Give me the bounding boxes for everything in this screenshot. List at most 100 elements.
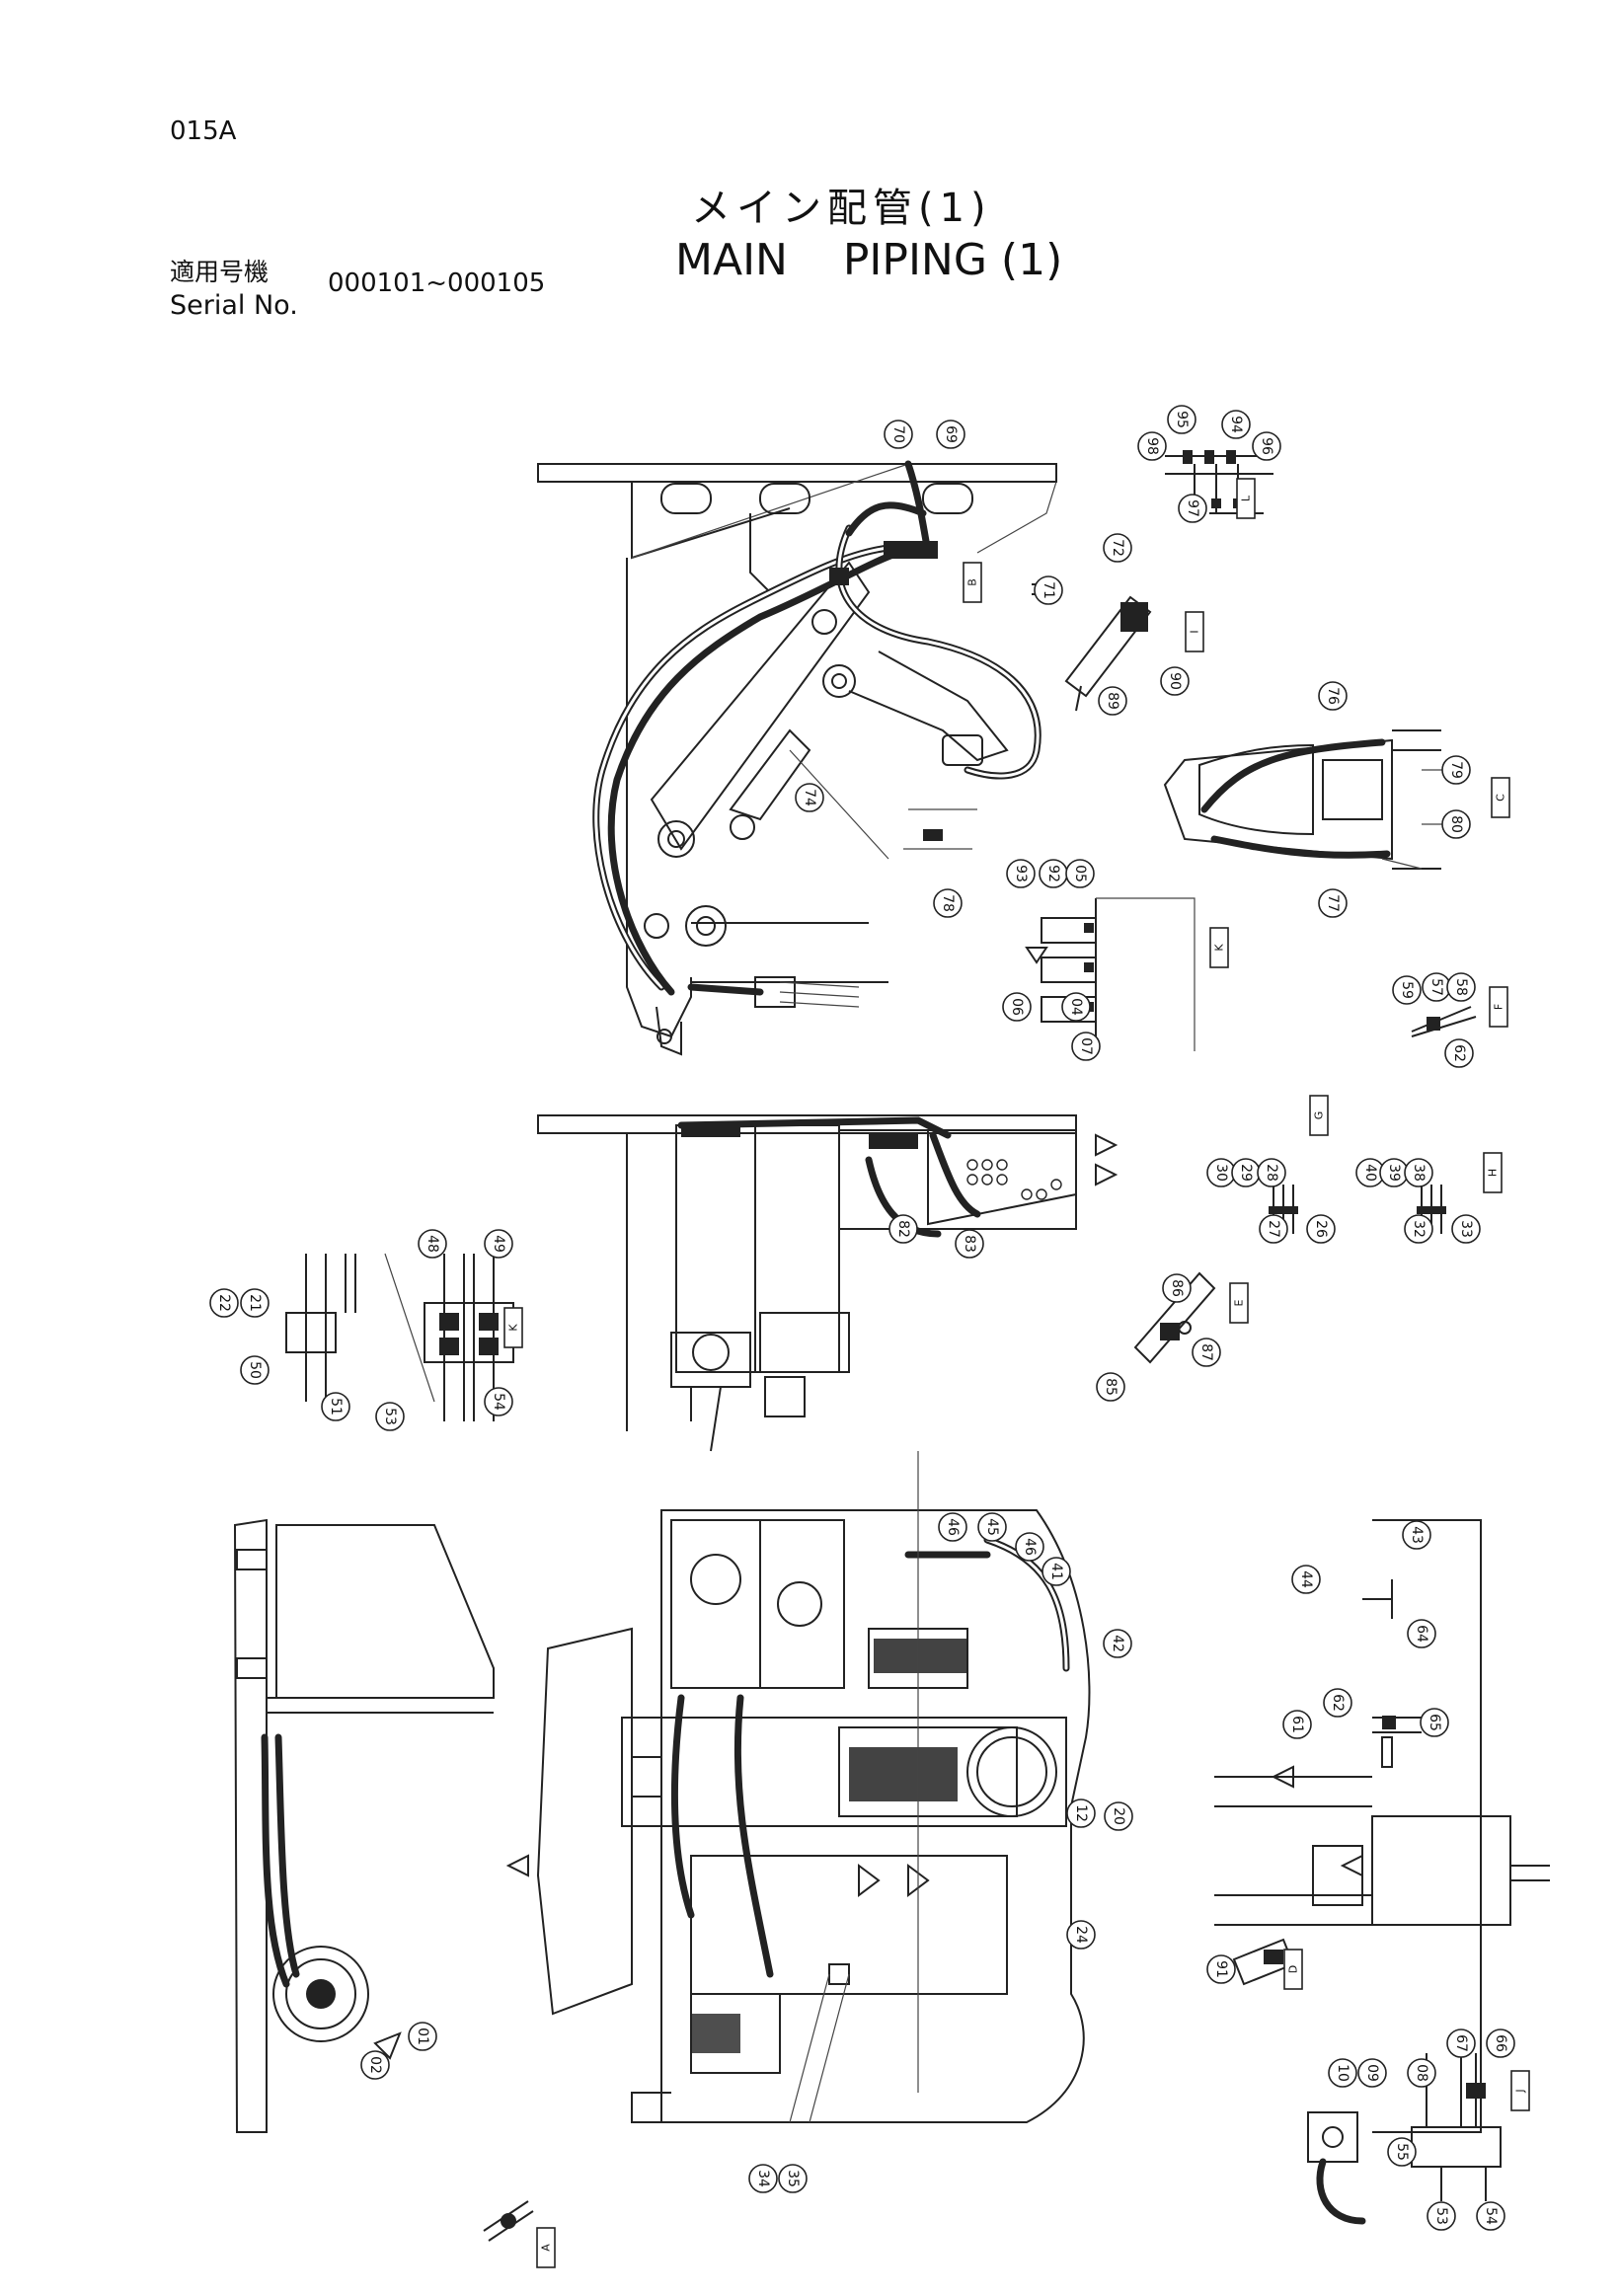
part-callout: 53	[375, 1402, 405, 1431]
callout-number: 89	[1105, 692, 1120, 710]
part-callout: 98	[1137, 431, 1167, 461]
callout-number: 05	[1072, 865, 1088, 882]
callout-number: 83	[962, 1235, 977, 1253]
callout-number: 93	[1013, 865, 1029, 882]
part-callout: 46	[938, 1512, 967, 1542]
part-callout: 87	[1192, 1338, 1221, 1367]
view-tag-box	[1283, 1949, 1303, 1990]
callout-number: 02	[367, 2056, 383, 2074]
callout-circle	[1446, 2028, 1476, 2058]
part-callout: 28	[1257, 1158, 1286, 1187]
callout-number: 77	[1325, 894, 1341, 912]
part-callout: 45	[977, 1512, 1007, 1542]
callout-number: 61	[1289, 1716, 1305, 1733]
page-title-japanese: メイン配管(1)	[691, 186, 992, 231]
serial-range: 000101~000105	[328, 268, 546, 298]
callout-number: 94	[1228, 416, 1244, 433]
callout-circle	[1387, 2137, 1417, 2167]
view-tag-letter: B	[966, 578, 979, 586]
part-callout: 21	[240, 1288, 270, 1318]
part-callout: 05	[1065, 859, 1095, 888]
callout-circle	[1328, 2058, 1357, 2088]
serial-label-japanese: 適用号機	[170, 258, 270, 286]
part-callout: 77	[1318, 888, 1348, 918]
callout-circle	[1071, 1032, 1101, 1061]
callout-number: 91	[1213, 1960, 1229, 1978]
view-tag-box	[1229, 1282, 1249, 1324]
view-c-detail	[1163, 729, 1456, 870]
callout-circle	[360, 2050, 390, 2080]
callout-circle	[1451, 1214, 1481, 1244]
callout-number: 10	[1335, 2064, 1350, 2082]
callout-circle	[1015, 1532, 1044, 1562]
callout-number: 51	[328, 1398, 344, 1416]
part-callout: 49	[484, 1229, 513, 1259]
callout-circle	[1427, 2201, 1456, 2231]
part-callout: 44	[1291, 1565, 1321, 1594]
part-callout: 66	[1486, 2028, 1515, 2058]
part-callout: 55	[1387, 2137, 1417, 2167]
callout-number: 48	[424, 1235, 440, 1253]
callout-number: 97	[1185, 499, 1200, 517]
part-callout: 61	[1282, 1710, 1312, 1739]
callout-circle	[1002, 992, 1032, 1022]
callout-number: 54	[491, 1393, 506, 1411]
part-callout: 09	[1357, 2058, 1387, 2088]
view-tag: F	[1489, 986, 1508, 1028]
view-tag-letter: K	[507, 1324, 520, 1332]
view-tag-letter: C	[1495, 794, 1507, 802]
callout-circle	[209, 1288, 239, 1318]
callout-circle	[1178, 494, 1207, 523]
view-tag-letter: L	[1240, 495, 1253, 501]
callout-number: 32	[1411, 1220, 1427, 1238]
callout-number: 76	[1325, 687, 1341, 705]
part-callout: 22	[209, 1288, 239, 1318]
view-tag-box	[1236, 478, 1256, 519]
part-callout: 06	[1002, 992, 1032, 1022]
callout-circle	[933, 888, 963, 918]
part-callout: 97	[1178, 494, 1207, 523]
part-callout: 71	[1034, 575, 1063, 605]
part-callout: 46	[1015, 1532, 1044, 1562]
callout-circle	[1486, 2028, 1515, 2058]
part-callout: 72	[1103, 533, 1132, 563]
callout-circle	[1444, 1038, 1474, 1068]
callout-number: 12	[1073, 1804, 1089, 1822]
part-callout: 94	[1221, 410, 1251, 439]
callout-circle	[1402, 1520, 1431, 1550]
callout-number: 26	[1313, 1220, 1329, 1238]
callout-circle	[321, 1392, 350, 1421]
view-tag-letter: I	[1189, 630, 1201, 633]
callout-number: 24	[1073, 1926, 1089, 1944]
view-i-detail	[1064, 595, 1152, 712]
view-tag-box	[1209, 927, 1229, 968]
part-callout: 85	[1096, 1372, 1125, 1402]
callout-number: 92	[1045, 865, 1061, 882]
part-callout: 30	[1206, 1158, 1236, 1187]
part-callout: 26	[1306, 1214, 1336, 1244]
callout-number: 35	[785, 2170, 801, 2187]
callout-circle	[938, 1512, 967, 1542]
view-tag-box	[1483, 1152, 1503, 1193]
part-callout: 79	[1441, 755, 1471, 785]
callout-circle	[1103, 533, 1132, 563]
callout-number: 08	[1414, 2064, 1429, 2082]
callout-number: 46	[945, 1518, 961, 1536]
callout-circle	[977, 1512, 1007, 1542]
callout-circle	[1098, 686, 1127, 716]
part-callout: 24	[1066, 1920, 1096, 1950]
callout-number: 41	[1048, 1563, 1064, 1580]
callout-number: 54	[1483, 2207, 1499, 2225]
callout-number: 50	[247, 1361, 263, 1379]
callout-circle	[1441, 755, 1471, 785]
callout-number: 58	[1453, 978, 1469, 996]
callout-circle	[375, 1402, 405, 1431]
part-callout: 64	[1407, 1619, 1436, 1648]
part-callout: 35	[778, 2164, 808, 2193]
part-callout: 95	[1167, 405, 1196, 434]
callout-circle	[1162, 1273, 1192, 1303]
callout-circle	[1066, 1799, 1096, 1828]
callout-number: 79	[1448, 761, 1464, 779]
part-callout: 57	[1422, 972, 1451, 1002]
